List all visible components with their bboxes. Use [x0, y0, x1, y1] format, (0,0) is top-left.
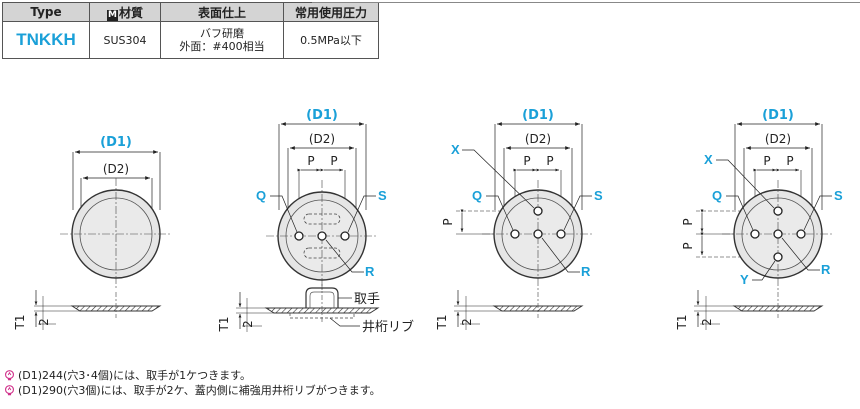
- fig4-hole-s: [796, 229, 806, 239]
- fig4-port-q: Q: [712, 188, 722, 203]
- fig4-t1-label: T1: [675, 315, 689, 331]
- fig4-p1-label: P: [763, 154, 770, 168]
- fig3-d2-label: (D2): [525, 132, 551, 146]
- note-item: (D1)290(穴3個)には、取手が2ケ、蓋内側に補強用井桁リブがつきます。: [4, 383, 381, 398]
- fig3-port-r: R: [581, 264, 591, 279]
- fig3-side-view: T1 2: [435, 290, 584, 331]
- fig2-t1-label: T1: [217, 317, 231, 333]
- fig4-hole-y: [773, 252, 783, 262]
- fig4-pv1-label: P: [681, 218, 695, 225]
- fig4-port-s: S: [834, 188, 843, 203]
- note-item: (D1)244(穴3･4個)には、取手が1ケつきます。: [4, 368, 381, 383]
- fig3-hole-x: [533, 206, 543, 216]
- fig3-t1-label: T1: [435, 315, 449, 331]
- fig4-hole-x: [773, 206, 783, 216]
- fig4-two-label: 2: [700, 318, 714, 326]
- spec-table-row: TNKKH SUS304 バフ研磨外面：#400相当 0.5MPa以下: [2, 21, 379, 59]
- top-rule: [312, 2, 860, 3]
- fig1-two-label: 2: [37, 318, 51, 326]
- fig2-hole-q: [294, 231, 304, 241]
- handle-label: 取手: [354, 292, 380, 307]
- fig1-d2-label: (D2): [103, 162, 129, 176]
- fig2-port-q: Q: [256, 188, 266, 203]
- notes: (D1)244(穴3･4個)には、取手が1ケつきます。 (D1)290(穴3個)…: [4, 368, 381, 398]
- header-material-label: 材質: [118, 5, 143, 20]
- figure-plain-lid: (D1) (D2) T1 2: [13, 135, 172, 330]
- header-finish: 表面仕上: [160, 2, 284, 22]
- fig3-pv-label: P: [441, 218, 455, 225]
- header-pressure: 常用使用圧力: [283, 2, 379, 22]
- fig4-pv2-label: P: [681, 242, 695, 249]
- fig3-port-x: X: [451, 142, 460, 157]
- fig4-side-view: T1 2: [675, 290, 824, 331]
- cell-finish: バフ研磨外面：#400相当: [160, 21, 284, 59]
- fig2-d2-label: (D2): [309, 132, 335, 146]
- fig2-hole-r: [317, 231, 327, 241]
- figure-lid-5-holes: (D1) (D2) P P P P X Q S R: [675, 108, 843, 330]
- fig3-p1-label: P: [523, 154, 530, 168]
- note-text-2: (D1)290(穴3個)には、取手が2ケ、蓋内側に補強用井桁リブがつきます。: [18, 384, 381, 397]
- fig4-hole-q: [750, 229, 760, 239]
- fig4-port-x: X: [704, 152, 713, 167]
- cell-pressure: 0.5MPa以下: [283, 21, 379, 59]
- fig2-hole-s: [340, 231, 350, 241]
- fig3-d1-label: (D1): [522, 108, 554, 123]
- header-type: Type: [2, 2, 90, 22]
- cell-material: SUS304: [89, 21, 161, 59]
- fig3-hole-s: [556, 229, 566, 239]
- fig4-d1-label: (D1): [762, 108, 794, 123]
- fig2-p2-label: P: [330, 154, 337, 168]
- rib-label: 井桁リブ: [362, 319, 414, 335]
- material-badge-icon: M: [106, 9, 118, 21]
- cell-finish-line2: 外面：#400相当: [179, 40, 265, 53]
- fig3-hole-r: [533, 229, 543, 239]
- fig3-hole-q: [510, 229, 520, 239]
- fig2-port-r: R: [365, 264, 375, 279]
- fig4-d2-label: (D2): [765, 132, 791, 146]
- lightbulb-icon: [5, 370, 14, 381]
- fig4-p2-label: P: [786, 154, 793, 168]
- fig2-p1-label: P: [307, 154, 314, 168]
- fig4-hole-r: [773, 229, 783, 239]
- fig3-port-s: S: [594, 188, 603, 203]
- fig4-port-y: Y: [740, 272, 749, 287]
- fig1-side-view: T1 2: [13, 290, 162, 331]
- lightbulb-icon: [5, 385, 14, 396]
- figure-lid-3-holes-handle: (D1) (D2) P P Q S R: [217, 108, 414, 335]
- fig4-port-r: R: [821, 262, 831, 277]
- fig3-port-q: Q: [472, 188, 482, 203]
- fig2-two-label: 2: [241, 320, 255, 328]
- note-text-1: (D1)244(穴3･4個)には、取手が1ケつきます。: [18, 369, 252, 382]
- fig2-d1-label: (D1): [306, 108, 338, 123]
- fig1-t1-label: T1: [13, 315, 27, 331]
- fig1-d1-label: (D1): [100, 135, 132, 150]
- cell-finish-line1: バフ研磨: [200, 27, 244, 40]
- figure-lid-4-holes: (D1) (D2) P P P X Q S R: [435, 108, 603, 330]
- cell-type: TNKKH: [2, 21, 90, 59]
- fig3-two-label: 2: [460, 318, 474, 326]
- fig2-side-view: T1 2 取手 井桁リブ: [217, 284, 414, 335]
- fig3-p2-label: P: [546, 154, 553, 168]
- fig2-port-s: S: [378, 188, 387, 203]
